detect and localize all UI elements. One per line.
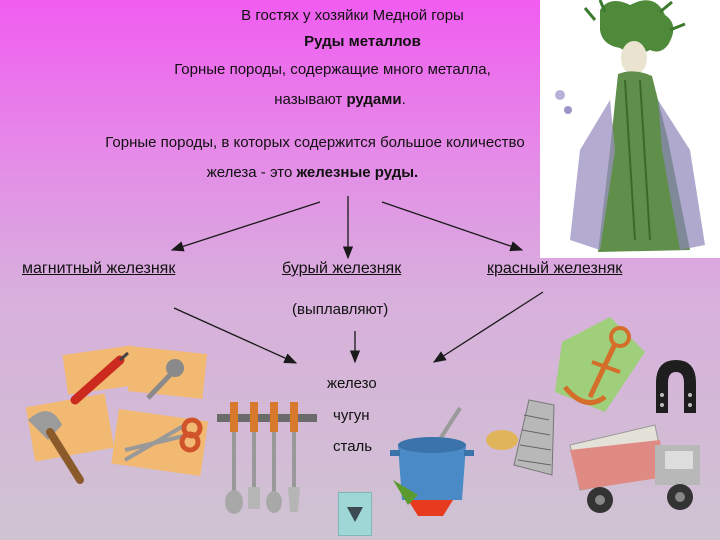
product-steel: сталь — [333, 438, 373, 455]
tools-icon — [10, 340, 215, 490]
arrow-to-red-iron — [381, 201, 524, 252]
anchor-icon — [550, 312, 650, 422]
arrow-magnetite-to-products — [173, 307, 298, 364]
cooking-pot-icon — [388, 400, 484, 520]
dump-truck-icon — [565, 415, 715, 525]
definition-iron-ores-line1: Горные породы, в которых содержится боль… — [105, 134, 525, 151]
next-slide-button[interactable] — [338, 492, 372, 536]
product-cast-iron: чугун — [333, 407, 370, 424]
down-arrow-icon — [347, 507, 363, 522]
definition-iron-ores-line2: железа - это железные руды. — [206, 164, 419, 181]
definition-ores-line2: называют рудами. — [274, 91, 406, 108]
kitchen-utensils-icon — [212, 392, 322, 522]
slide-subtitle: Руды металлов — [304, 33, 421, 50]
ore-brown-iron: бурый железняк — [282, 260, 402, 277]
term-iron-ores: железные руды. — [296, 164, 419, 181]
horseshoe-icon — [646, 355, 706, 417]
ore-red-iron: красный железняк — [487, 260, 623, 277]
arrow-to-magnetite — [170, 201, 321, 252]
grater-icon — [484, 385, 564, 485]
ore-magnetite: магнитный железняк — [22, 260, 176, 277]
fairy-illustration — [540, 0, 720, 258]
slide-title: В гостях у хозяйки Медной горы — [241, 7, 464, 24]
product-iron: железо — [327, 375, 377, 392]
arrow-red-iron-to-products — [432, 291, 544, 363]
process-label: (выплавляют) — [292, 301, 389, 318]
definition-ores-line1: Горные породы, содержащие много металла, — [174, 61, 491, 78]
term-ores: рудами — [346, 91, 402, 108]
